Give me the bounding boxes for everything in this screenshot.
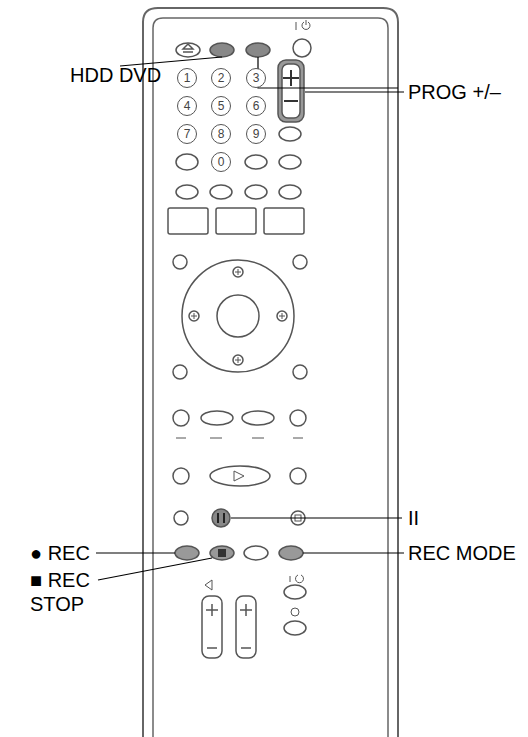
number-button: 7 <box>177 124 197 144</box>
number-button: 1 <box>177 68 197 88</box>
button-label: REC MODE <box>408 541 526 565</box>
button-number: 4 <box>184 100 191 112</box>
number-button: 9 <box>246 124 266 144</box>
button-number: 1 <box>184 72 191 84</box>
button-number: 2 <box>218 72 225 84</box>
button-label: ■ REC STOP <box>30 568 102 616</box>
button-number: 9 <box>253 128 260 140</box>
number-button: 6 <box>246 96 266 116</box>
button-number: 7 <box>184 128 191 140</box>
button-number: 3 <box>253 72 260 84</box>
button-label: HDD DVD <box>70 63 190 87</box>
number-button: 4 <box>177 96 197 116</box>
button-number: 6 <box>253 100 260 112</box>
button-label: PROG +/– <box>408 80 523 104</box>
button-number: 5 <box>218 100 225 112</box>
button-number: 0 <box>218 156 225 168</box>
number-button: 3 <box>246 68 266 88</box>
number-button: 0 <box>211 152 231 172</box>
button-label: ● REC <box>30 541 110 565</box>
number-button: 5 <box>211 96 231 116</box>
button-number: 8 <box>218 128 225 140</box>
number-button: 2 <box>211 68 231 88</box>
number-button: 8 <box>211 124 231 144</box>
button-label: II <box>408 506 448 530</box>
